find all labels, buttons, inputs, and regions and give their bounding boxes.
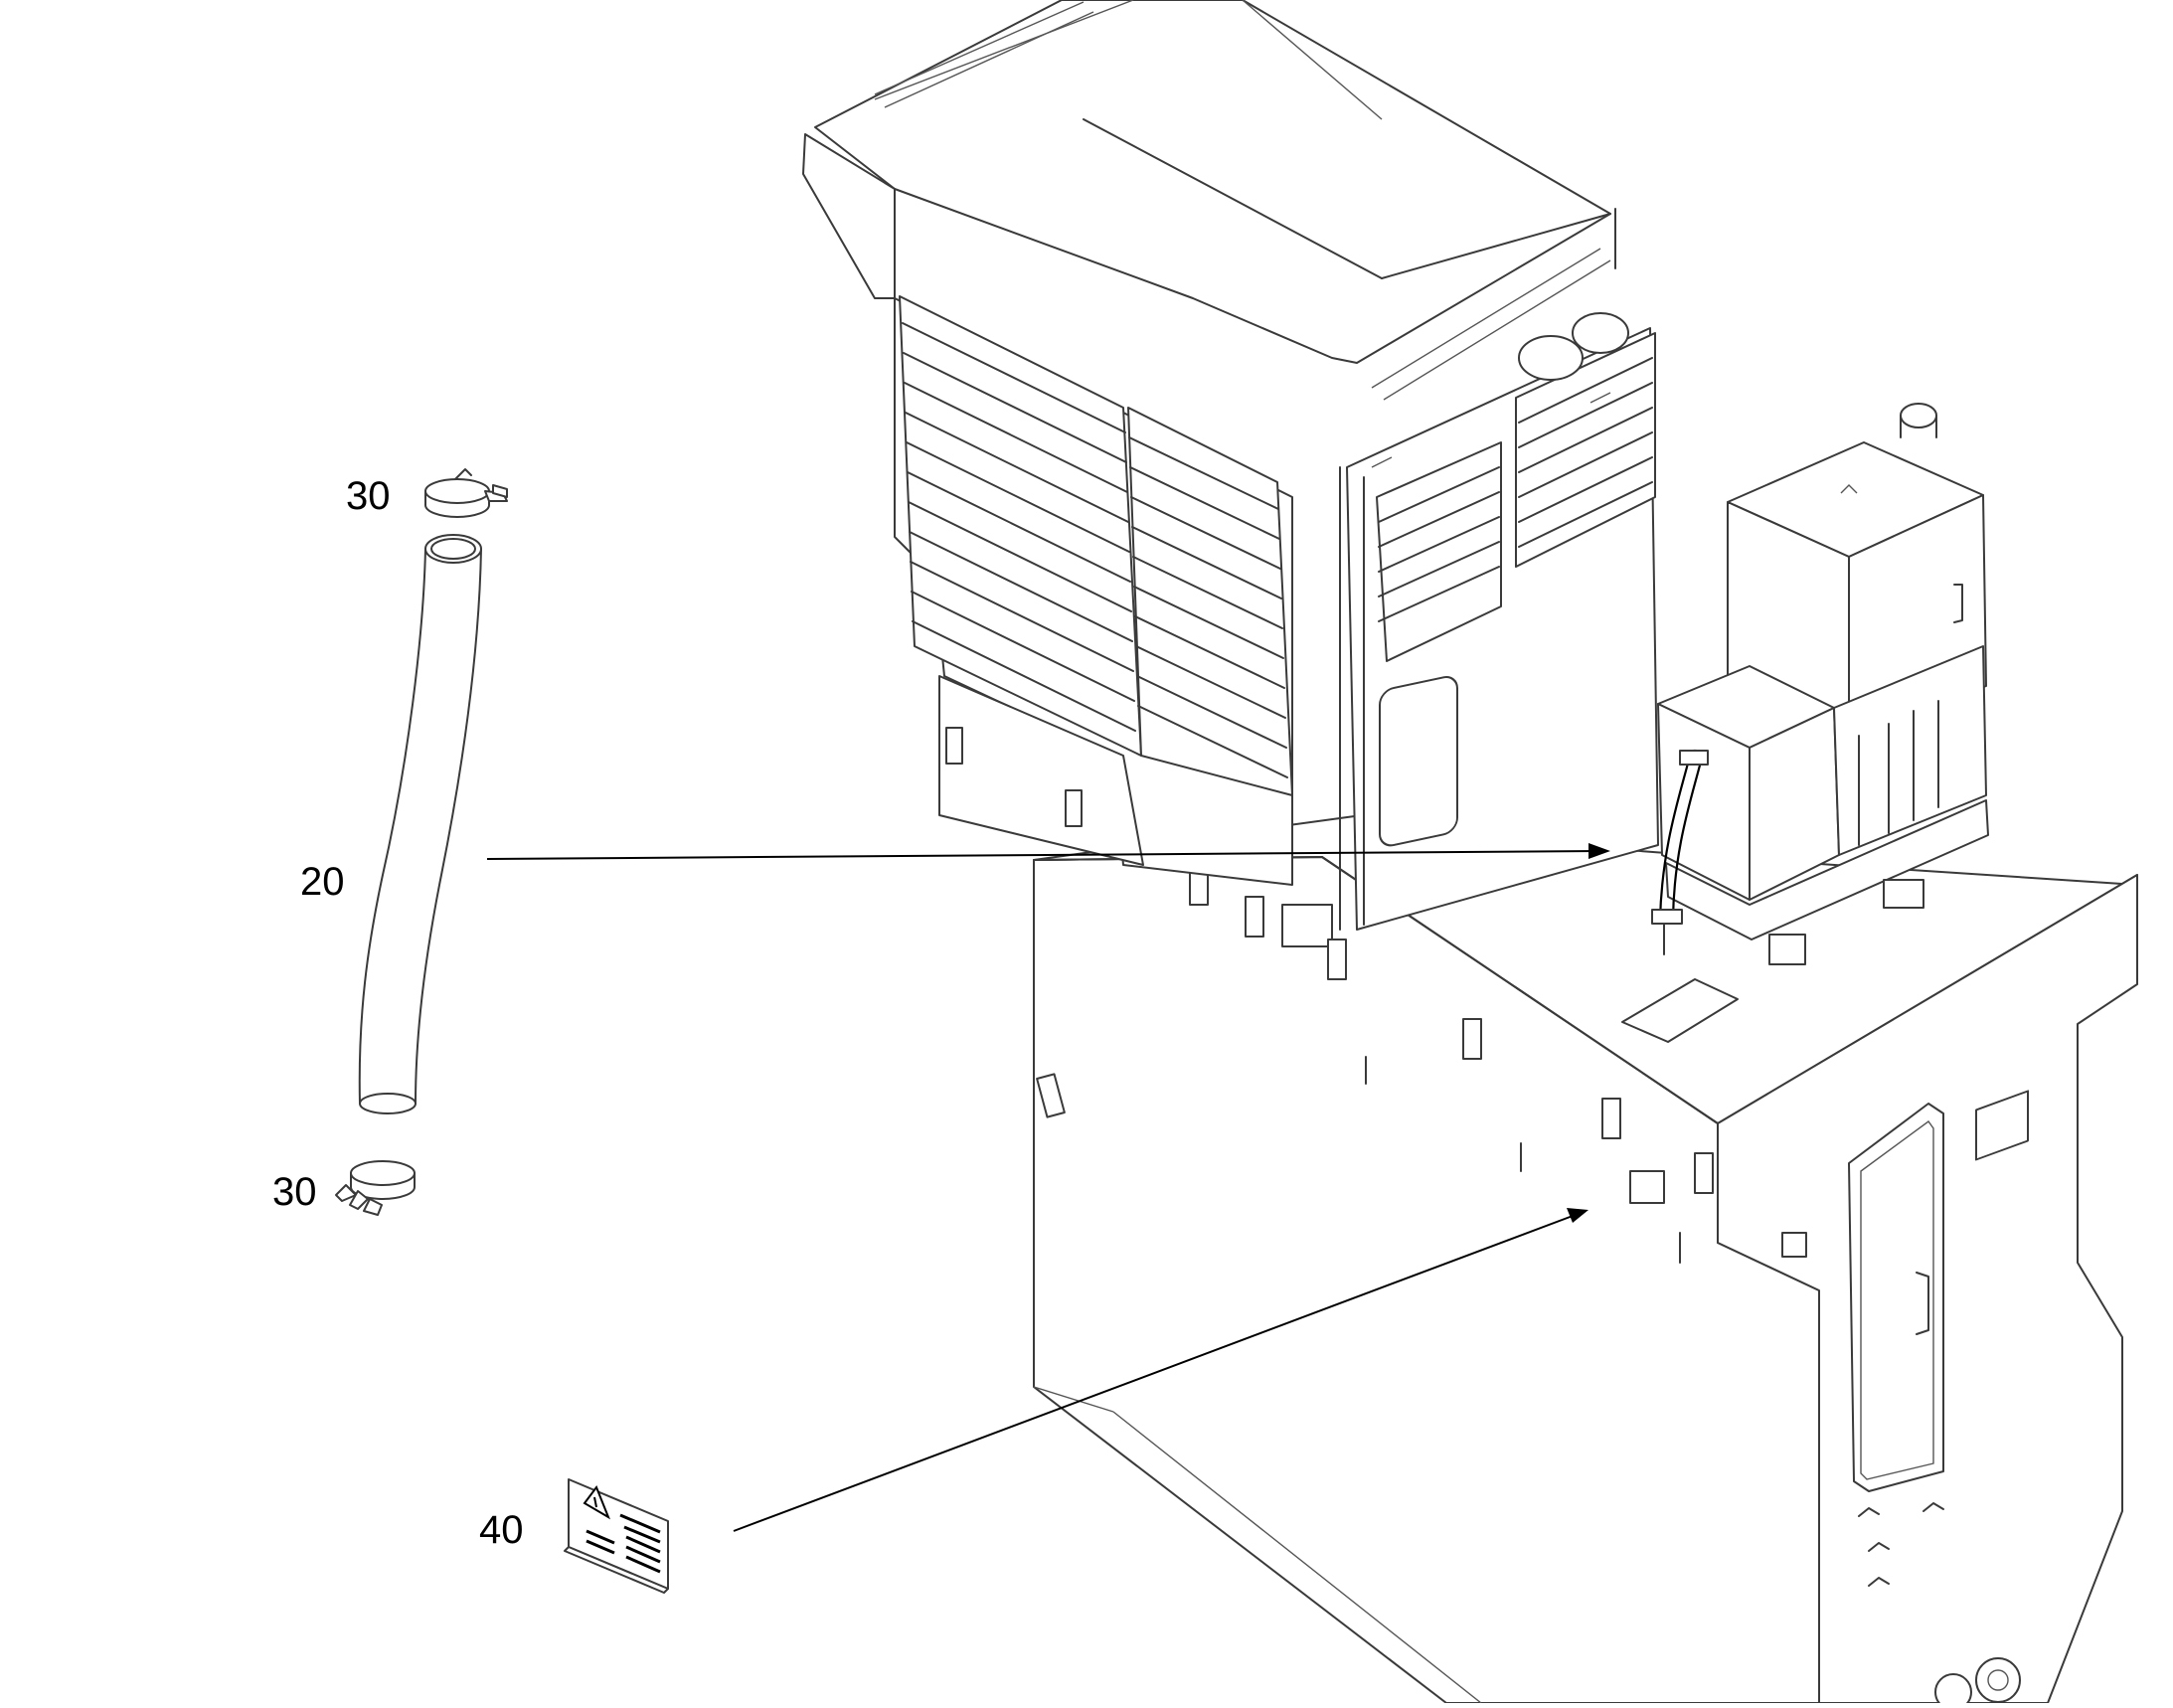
hose-clamp-top [424,468,508,518]
leader-line-40 [733,1208,1588,1532]
hose-part [358,534,482,1114]
machine-assembly [802,0,2138,1708]
radiator-unit [802,0,1659,931]
warning-decal-part [564,1478,669,1594]
filter-box [1657,645,1989,965]
tank-cabinet [1727,403,1987,742]
deck-hatch [1621,978,1739,1043]
callout-label-20: 20 [300,860,345,904]
center-louver-bank [1127,407,1293,796]
left-louver-bank [899,295,1142,757]
callout-label-30-top: 30 [346,474,391,518]
base-housing [1033,814,2138,1708]
hose-clamp-bottom [335,1160,416,1216]
installed-hose [1651,749,1709,955]
leader-line-20 [486,843,1610,860]
callout-label-30-bottom: 30 [272,1170,317,1214]
callout-label-40: 40 [479,1508,524,1552]
